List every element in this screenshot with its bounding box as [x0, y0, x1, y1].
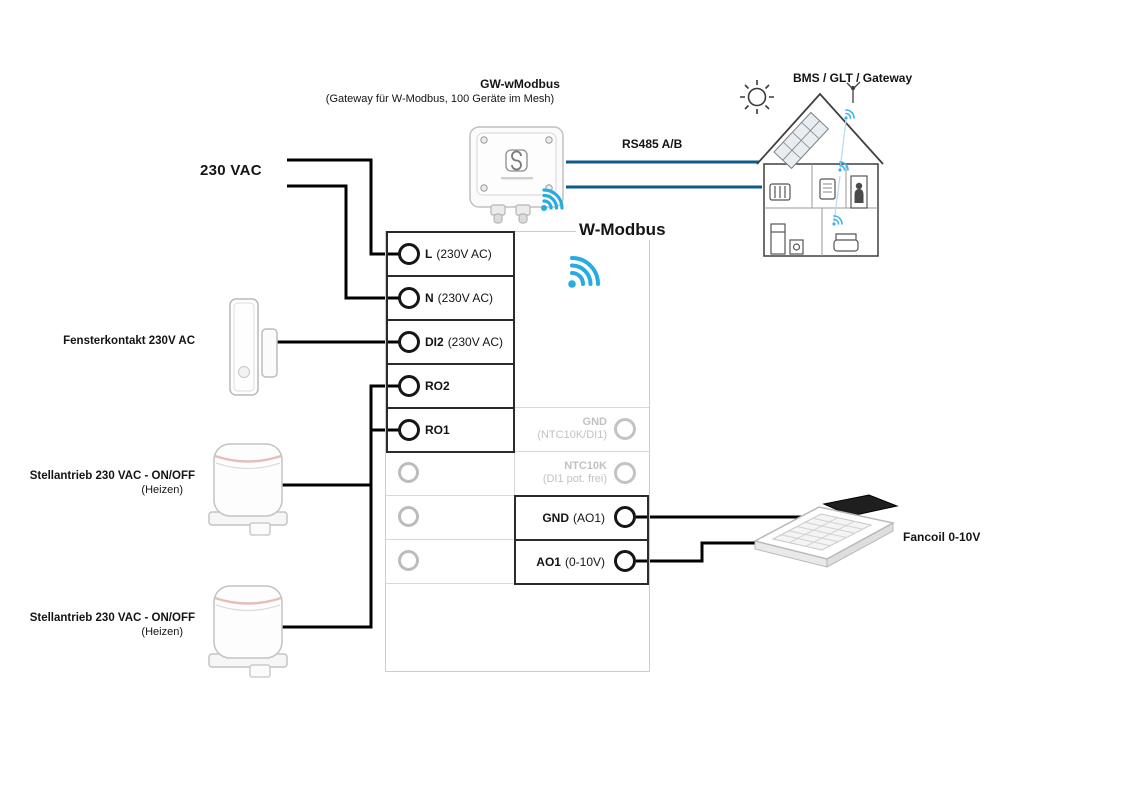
terminal-desc: (NTC10K/DI1): [537, 429, 607, 441]
wire-actuator2-RO1: [282, 428, 399, 629]
terminal-screw-unused-2: [398, 506, 419, 527]
fancoil-label: Fancoil 0-10V: [903, 530, 981, 544]
terminal-screw-RO2: [398, 375, 420, 397]
terminal-screw-AO1: [614, 550, 636, 572]
terminal-name: N: [425, 291, 434, 305]
actuator-1-label: Stellantrieb 230 VAC - ON/OFF: [29, 470, 195, 482]
terminal-desc: (0-10V): [564, 555, 605, 569]
terminal-desc: (230V AC): [436, 247, 492, 261]
thermostat-icon: [819, 178, 836, 200]
gateway-subtitle: (Gateway für W-Modbus, 100 Geräte im Mes…: [325, 93, 555, 105]
actuator-2-label: Stellantrieb 230 VAC - ON/OFF: [29, 612, 195, 624]
terminal-screw-GND-NTC: [614, 418, 636, 440]
rs485-bus-lines: [566, 160, 762, 189]
wire-230vac-L: [287, 158, 399, 256]
terminal-cell-DI2: DI2 (230V AC): [386, 319, 515, 365]
terminal-name: NTC10K: [564, 459, 607, 472]
terminal-cell-RO1: RO1: [386, 407, 515, 453]
terminal-screw-RO1: [398, 419, 420, 441]
wmodbus-wifi-icon: [568, 256, 600, 288]
window-contact-device: [229, 298, 278, 396]
terminal-screw-unused-1: [398, 462, 419, 483]
rs485-label: RS485 A/B: [622, 137, 683, 151]
gateway-wifi-icon: [541, 188, 564, 211]
house-wifi-icons: [832, 109, 855, 226]
terminal-cell-AO1: AO1 (0-10V): [514, 539, 649, 585]
terminal-desc: (230V AC): [437, 291, 494, 305]
wmodbus-label: W-Modbus: [576, 220, 669, 240]
gateway-title: GW-wModbus: [480, 77, 560, 91]
terminal-name: GND: [542, 511, 569, 525]
terminal-screw-DI2: [398, 331, 420, 353]
terminal-name: RO1: [425, 423, 450, 437]
window-contact-label: Fensterkontakt 230V AC: [63, 335, 195, 347]
fancoil-grille: [780, 517, 863, 547]
terminal-cell-NTC10K: NTC10K (DI1 pot. frei): [514, 451, 649, 495]
terminal-desc: (230V AC): [447, 335, 504, 349]
actuator-2-device: [208, 585, 288, 678]
person-icon: [850, 175, 868, 209]
bms-label: BMS / GLT / Gateway: [793, 71, 913, 85]
wire-230vac-N: [287, 184, 399, 300]
gateway-device: [469, 126, 564, 224]
actuator-1-sublabel: (Heizen): [141, 484, 183, 496]
wire-AO1-fancoil: [636, 541, 802, 563]
terminal-name: GND: [582, 415, 607, 428]
power-label: 230 VAC: [200, 162, 262, 179]
terminal-name: RO2: [425, 379, 450, 393]
terminal-screw-NTC10K: [614, 462, 636, 484]
terminal-cell-GND-NTC: GND (NTC10K/DI1): [514, 407, 649, 451]
radiator-icon: [769, 183, 791, 201]
actuator-1-device: [208, 443, 288, 536]
cable-glands: [490, 204, 531, 224]
solar-panel-icon: [773, 111, 830, 170]
terminal-name: AO1: [536, 555, 561, 569]
fancoil-device: [752, 494, 899, 568]
terminal-desc: (AO1): [572, 511, 605, 525]
wind-sensor-icon: [846, 81, 861, 103]
wire-actuator1-RO2: [282, 384, 399, 487]
terminal-desc: (DI1 pot. frei): [542, 473, 607, 485]
appliance-icons: [770, 223, 859, 255]
terminal-cell-GND-AO1: GND (AO1): [514, 495, 649, 541]
terminal-screw-L: [398, 243, 420, 265]
terminal-screw-GND-AO1: [614, 506, 636, 528]
terminal-name: DI2: [425, 335, 444, 349]
terminal-screw-unused-3: [398, 550, 419, 571]
terminal-screw-N: [398, 287, 420, 309]
actuator-2-sublabel: (Heizen): [141, 626, 183, 638]
terminal-name: L: [425, 247, 433, 261]
bms-house: [756, 81, 884, 257]
sun-icon: [740, 80, 774, 114]
